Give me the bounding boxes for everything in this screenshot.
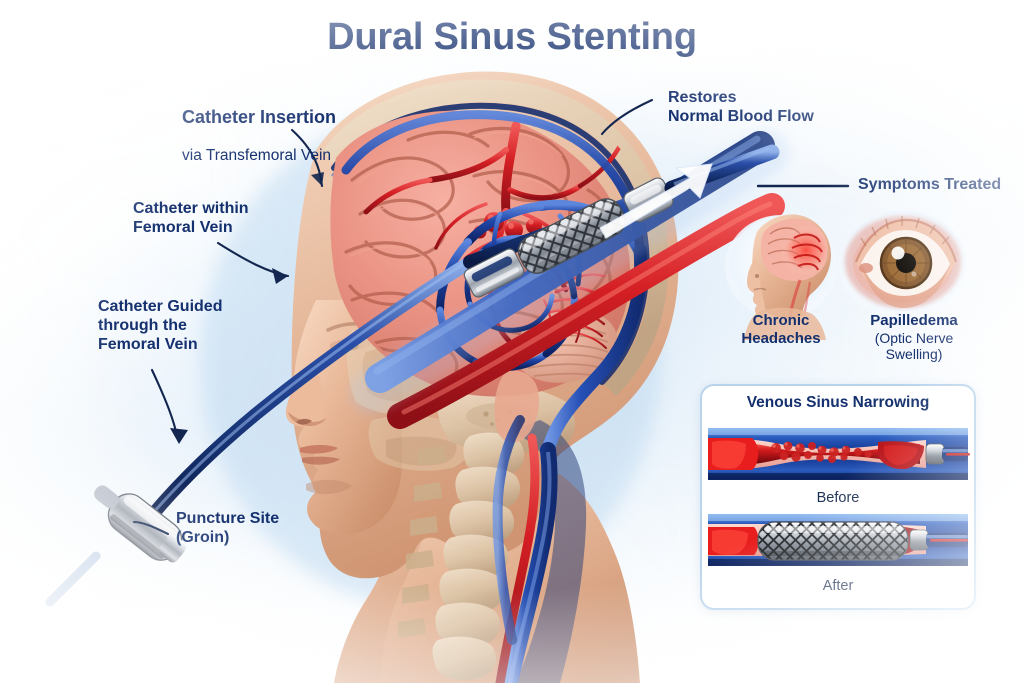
illustration-canvas: Dural Sinus Stenting Catheter Insertion … — [0, 0, 1024, 683]
background-vignette — [0, 0, 1024, 683]
